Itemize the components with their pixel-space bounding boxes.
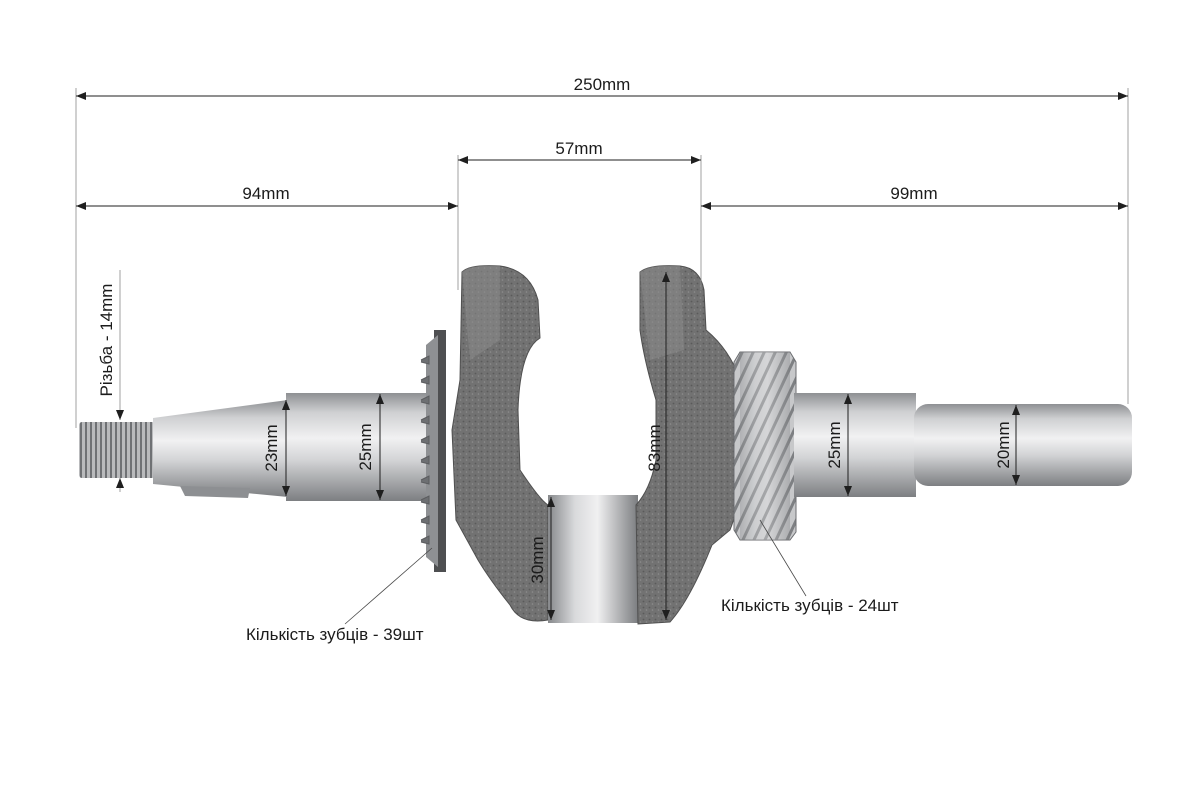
keyway (180, 486, 250, 498)
dimension-left-section: 94mm (76, 184, 458, 210)
right-journal (794, 393, 916, 497)
extension-lines (75, 88, 1129, 492)
left-gear-teeth-label: Кількість зубців - 39шт (246, 625, 424, 644)
right-helical-gear (733, 351, 797, 541)
dimension-right-section: 99mm (701, 184, 1128, 210)
thread-label: Різьба - 14mm (97, 284, 116, 397)
web-height-label: 83mm (645, 424, 664, 471)
dimension-taper-diameter: 23mm (262, 400, 290, 496)
taper-diameter-label: 23mm (262, 424, 281, 471)
left-journal-label: 25mm (356, 423, 375, 470)
output-shaft (914, 404, 1132, 486)
dimension-crankpin: 30mm (528, 497, 555, 620)
threaded-tip (79, 422, 155, 478)
dimension-total-length: 250mm (76, 75, 1128, 100)
left-timing-gear (420, 330, 446, 572)
output-shaft-label: 20mm (994, 421, 1013, 468)
dimension-web-height: 83mm (645, 272, 670, 620)
right-gear-teeth-label: Кількість зубців - 24шт (721, 596, 899, 615)
crankshaft (79, 265, 1132, 625)
left-section-label: 94mm (242, 184, 289, 203)
dimension-crank-width: 57mm (458, 139, 701, 164)
callout-left-gear: Кількість зубців - 39шт (246, 547, 433, 644)
callout-right-gear: Кількість зубців - 24шт (721, 519, 899, 615)
total-length-label: 250mm (574, 75, 631, 94)
dimension-output-shaft: 20mm (994, 405, 1020, 485)
crankpin (548, 495, 638, 623)
right-section-label: 99mm (890, 184, 937, 203)
tapered-section (153, 400, 288, 497)
crank-width-label: 57mm (555, 139, 602, 158)
right-journal-label: 25mm (825, 421, 844, 468)
dimension-thread: Різьба - 14mm (97, 284, 124, 488)
crankpin-label: 30mm (528, 536, 547, 583)
dimension-left-journal: 25mm (356, 394, 384, 500)
left-journal (286, 393, 426, 501)
dimension-right-journal: 25mm (825, 394, 852, 496)
